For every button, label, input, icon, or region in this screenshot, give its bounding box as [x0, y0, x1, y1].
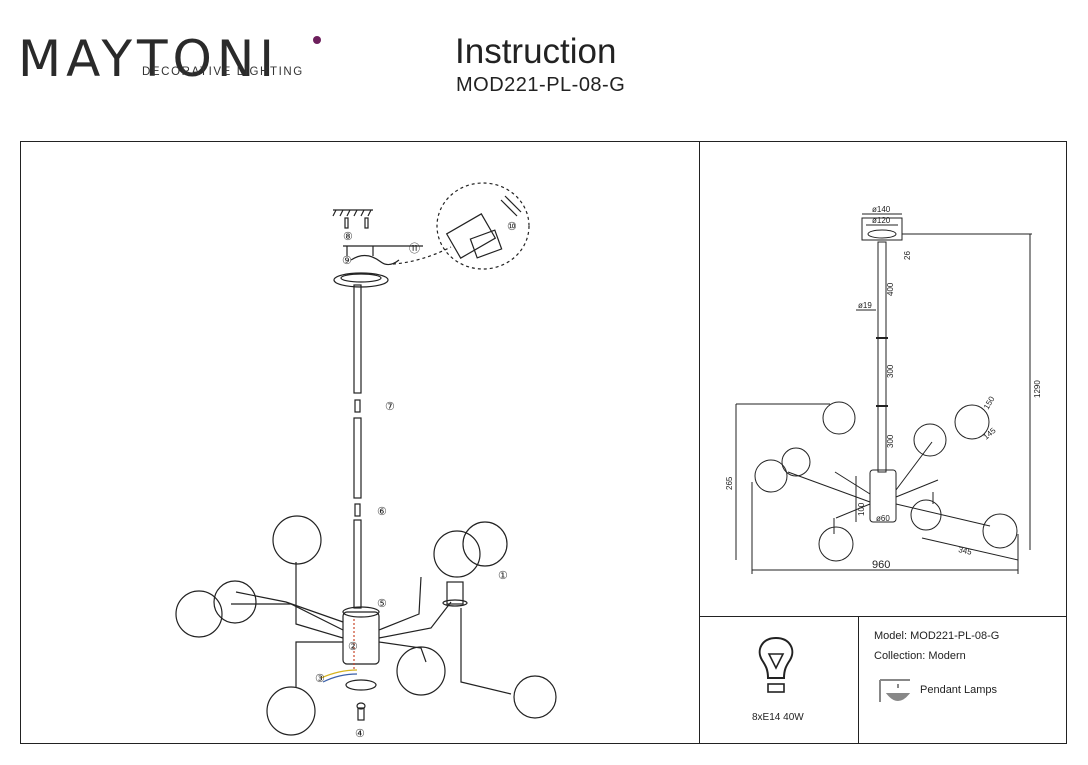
- pendant-lamp-icon: [879, 679, 911, 702]
- dim-canopy-outer: ø140: [872, 205, 891, 214]
- rod-middle: [353, 417, 362, 499]
- arm-right-upper: [378, 601, 452, 639]
- dim-arm-length: 345: [958, 545, 973, 557]
- assembly-drawing: ① ② ③ ④ ⑤ ⑥ ⑦ ⑧ ⑨ ⑩ ⑪: [175, 182, 557, 740]
- globe-side-5: [913, 423, 947, 457]
- dimension-drawing: ø140 ø120 26 ø19 400 300 300 150 145 129…: [725, 205, 1042, 574]
- suspension-rod: [877, 241, 887, 473]
- brand-tagline: DECORATIVE LIGHTING: [142, 66, 304, 78]
- step-8: ⑧: [343, 231, 353, 243]
- step-2: ②: [348, 641, 358, 653]
- arm-left-far: [235, 591, 344, 623]
- bulb-spec: 8xE14 40W: [752, 712, 804, 723]
- hub-side: [869, 469, 897, 523]
- model-code: MOD221-PL-08-G: [456, 74, 626, 96]
- globe-7: [396, 646, 446, 696]
- collection-value: Modern: [928, 650, 966, 662]
- globe-side-1: [822, 401, 856, 435]
- step-6: ⑥: [377, 506, 387, 518]
- step-7: ⑦: [385, 401, 395, 413]
- dim-hub-height: 100: [857, 502, 866, 516]
- globe-side-3: [754, 459, 788, 493]
- rod-upper: [353, 284, 362, 394]
- socket: [446, 581, 464, 605]
- globe-2: [213, 580, 257, 624]
- dim-body-height: 265: [725, 476, 734, 490]
- dim-canopy-height: 26: [903, 251, 912, 260]
- dim-rod-top: 400: [886, 282, 895, 296]
- rod-coupler-2: [354, 503, 361, 517]
- connector-detail-callout: [436, 182, 530, 270]
- arm-right-far: [460, 608, 512, 695]
- step-5: ⑤: [377, 598, 387, 610]
- brand-logo-dot: [313, 36, 321, 44]
- arm-right-low: [378, 641, 427, 663]
- dim-shade-height: 150: [982, 394, 997, 411]
- globe-1: [272, 515, 322, 565]
- step-4: ④: [355, 728, 365, 740]
- dim-rod-low: 300: [886, 434, 895, 448]
- frame-divider-horizontal: [699, 616, 1067, 617]
- step-1: ①: [498, 570, 508, 582]
- arm-left-low: [295, 641, 343, 687]
- frame-divider-vertical: [699, 141, 700, 744]
- terminal-block: [445, 213, 497, 259]
- globe-5: [462, 521, 508, 567]
- dim-total-height: 1290: [1033, 380, 1042, 398]
- brand-logo: MAYTONI: [18, 30, 321, 88]
- bulb-icon: [758, 636, 794, 693]
- instruction-card: [469, 229, 503, 259]
- rod-coupler-1: [354, 399, 361, 413]
- hub: [342, 611, 380, 665]
- brand-name: MAYTONI: [18, 30, 280, 88]
- arm-left-upper: [231, 603, 344, 631]
- globe-side-2: [781, 447, 811, 477]
- globe-6: [433, 530, 481, 578]
- finial: [357, 707, 365, 721]
- model-value: MOD221-PL-08-G: [910, 630, 1000, 642]
- globe-4: [266, 686, 316, 736]
- globe-8: [513, 675, 557, 719]
- page-title: Instruction: [455, 32, 617, 71]
- collection-row: Collection: Modern: [874, 650, 966, 662]
- dim-total-width: 960: [872, 559, 890, 571]
- globe-side-7: [982, 513, 1018, 549]
- info-divider: [858, 616, 859, 744]
- step-3: ③: [315, 673, 325, 685]
- globe-3: [175, 590, 223, 638]
- ceiling-mount: [332, 209, 423, 266]
- globe-side-6: [910, 499, 942, 531]
- dim-hub-diameter: ø60: [876, 514, 890, 523]
- dim-rod-diameter: ø19: [858, 301, 872, 310]
- canopy-side: [861, 217, 903, 241]
- shade-detail: [954, 404, 990, 440]
- dim-rod-mid: 300: [886, 364, 895, 378]
- rod-lower: [353, 519, 362, 609]
- model-label: Model:: [874, 630, 908, 642]
- globe-side-4: [818, 526, 854, 562]
- model-row: Model: MOD221-PL-08-G: [874, 630, 999, 642]
- lamp-type: Pendant Lamps: [920, 684, 998, 696]
- canopy-inner: [340, 273, 382, 283]
- dim-canopy-inner: ø120: [872, 216, 891, 225]
- step-10: ⑩: [507, 221, 517, 233]
- drawing-frame: [20, 141, 1067, 744]
- collection-label: Collection:: [874, 650, 926, 662]
- arm-right-top: [378, 576, 422, 631]
- step-11: ⑪: [409, 242, 420, 255]
- dim-shade-width: 145: [982, 426, 998, 442]
- arm-left-top: [295, 562, 344, 639]
- step-9: ⑨: [342, 255, 352, 267]
- bottom-cap: [345, 679, 377, 691]
